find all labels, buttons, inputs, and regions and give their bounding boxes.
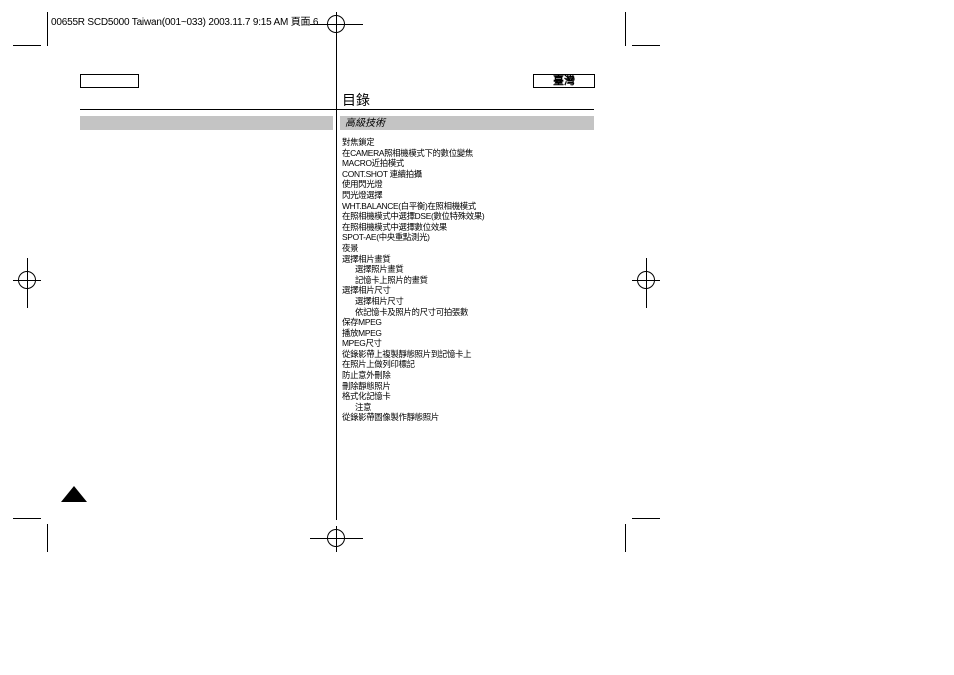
crop-mark [47,524,48,552]
printer-slug: 00655R SCD5000 Taiwan(001~033) 2003.11.7… [51,17,319,28]
right-section-bar [340,116,594,130]
crop-mark [625,12,626,46]
toc-entry: MPEG尺寸 [342,338,382,349]
toc-entry: 夜景 [342,242,359,253]
left-language-box [80,74,139,88]
left-section-bar [80,116,333,130]
crop-mark [13,518,41,519]
crop-mark [47,12,48,46]
toc-entry: 選擇照片畫質 [355,264,404,275]
toc-entry: MACRO近拍模式 [342,158,404,169]
toc-entry: 選擇相片尺寸 [355,295,404,306]
toc-entry: 播放MPEG [342,327,382,338]
toc-entry: 使用閃光燈 [342,179,383,190]
section-header: 高級技術 [345,118,385,129]
toc-entry: CONT.SHOT 連續拍攝 [342,168,422,179]
toc-entry: SPOT-AE(中央重點測光) [342,232,430,243]
toc-entry: 防止意外刪除 [342,370,391,381]
toc-entry: 選擇相片畫質 [342,253,391,264]
toc-entry: 保存MPEG [342,317,382,328]
crop-mark [625,524,626,552]
header-rule [80,109,594,110]
toc-entry: 從錄影帶圖像製作靜態照片 [342,412,439,423]
language-tab: 臺灣 [533,74,595,88]
crop-mark [632,518,660,519]
toc-entry: WHT.BALANCE(白平衡)在照相機模式 [342,200,476,211]
toc-entry: 對焦鎖定 [342,137,375,147]
page-triangle-icon [61,486,87,502]
crop-mark [13,45,41,46]
page-title: 目錄 [342,92,370,108]
toc-entry: 格式化記憶卡 [342,391,391,402]
page-spine [336,36,337,520]
toc-entry: 從錄影帶上複製靜態照片到記憶卡上 [342,348,472,359]
toc-entry: 選擇相片尺寸 [342,285,391,296]
toc-entry: 在照相機模式中選擇數位效果 [342,221,447,232]
toc-entry: 閃光燈選擇 [342,189,383,200]
toc-entry: 注意 [355,401,372,412]
crop-mark [632,45,660,46]
toc-entry: 依記憶卡及照片的尺寸可拍張數 [355,306,469,317]
toc-entry: 在照相機模式中選擇DSE(數位特殊效果) [342,211,485,222]
toc-entry: 在照片上做列印標記 [342,359,415,370]
toc-entry: 在CAMERA照相機模式下的數位變焦 [342,147,473,158]
toc-entry: 刪除靜態照片 [342,380,391,391]
toc-entry: 記憶卡上照片的畫質 [355,274,428,285]
